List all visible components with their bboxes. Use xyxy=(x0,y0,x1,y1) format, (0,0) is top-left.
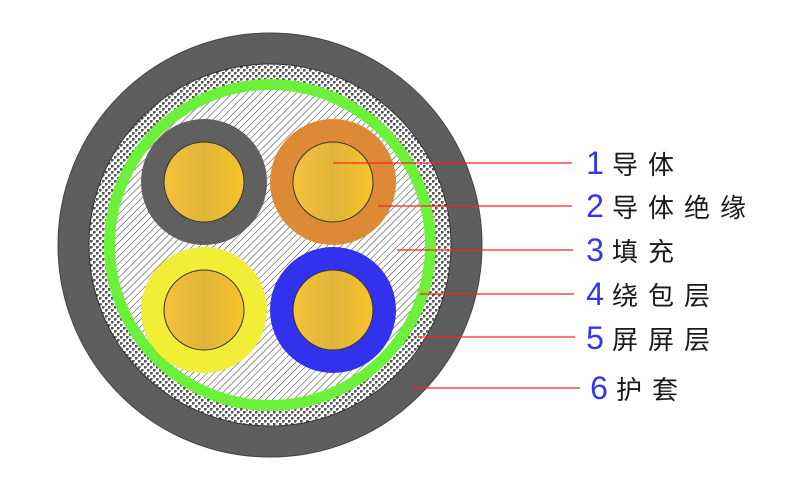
label-wrap: 4 绕包层 xyxy=(582,274,720,314)
label-number: 3 xyxy=(586,231,604,268)
conductor xyxy=(163,269,245,351)
label-text: 导体绝缘 xyxy=(612,193,757,224)
conductor xyxy=(292,269,374,351)
label-jacket: 6 护套 xyxy=(586,368,688,408)
label-text: 护套 xyxy=(616,375,689,406)
core-orange xyxy=(270,119,396,245)
core-yellow xyxy=(141,247,267,373)
leader-lines xyxy=(333,162,580,389)
label-insulation: 2 导体绝缘 xyxy=(582,186,756,226)
label-filler: 3 填充 xyxy=(582,230,684,270)
label-number: 2 xyxy=(586,187,604,224)
label-number: 1 xyxy=(586,144,604,181)
label-text: 填充 xyxy=(612,237,685,268)
label-number: 5 xyxy=(586,319,604,356)
label-shield: 5 屏屏层 xyxy=(582,318,720,358)
conductor xyxy=(163,141,245,223)
conductor xyxy=(292,141,374,223)
label-text: 绕包层 xyxy=(612,281,721,312)
core-gray xyxy=(141,119,267,245)
label-number: 6 xyxy=(590,369,608,406)
label-conductor: 1 导体 xyxy=(582,143,684,183)
label-text: 屏屏层 xyxy=(612,325,721,356)
label-text: 导体 xyxy=(612,150,685,181)
core-blue xyxy=(270,247,396,373)
label-number: 4 xyxy=(586,275,604,312)
